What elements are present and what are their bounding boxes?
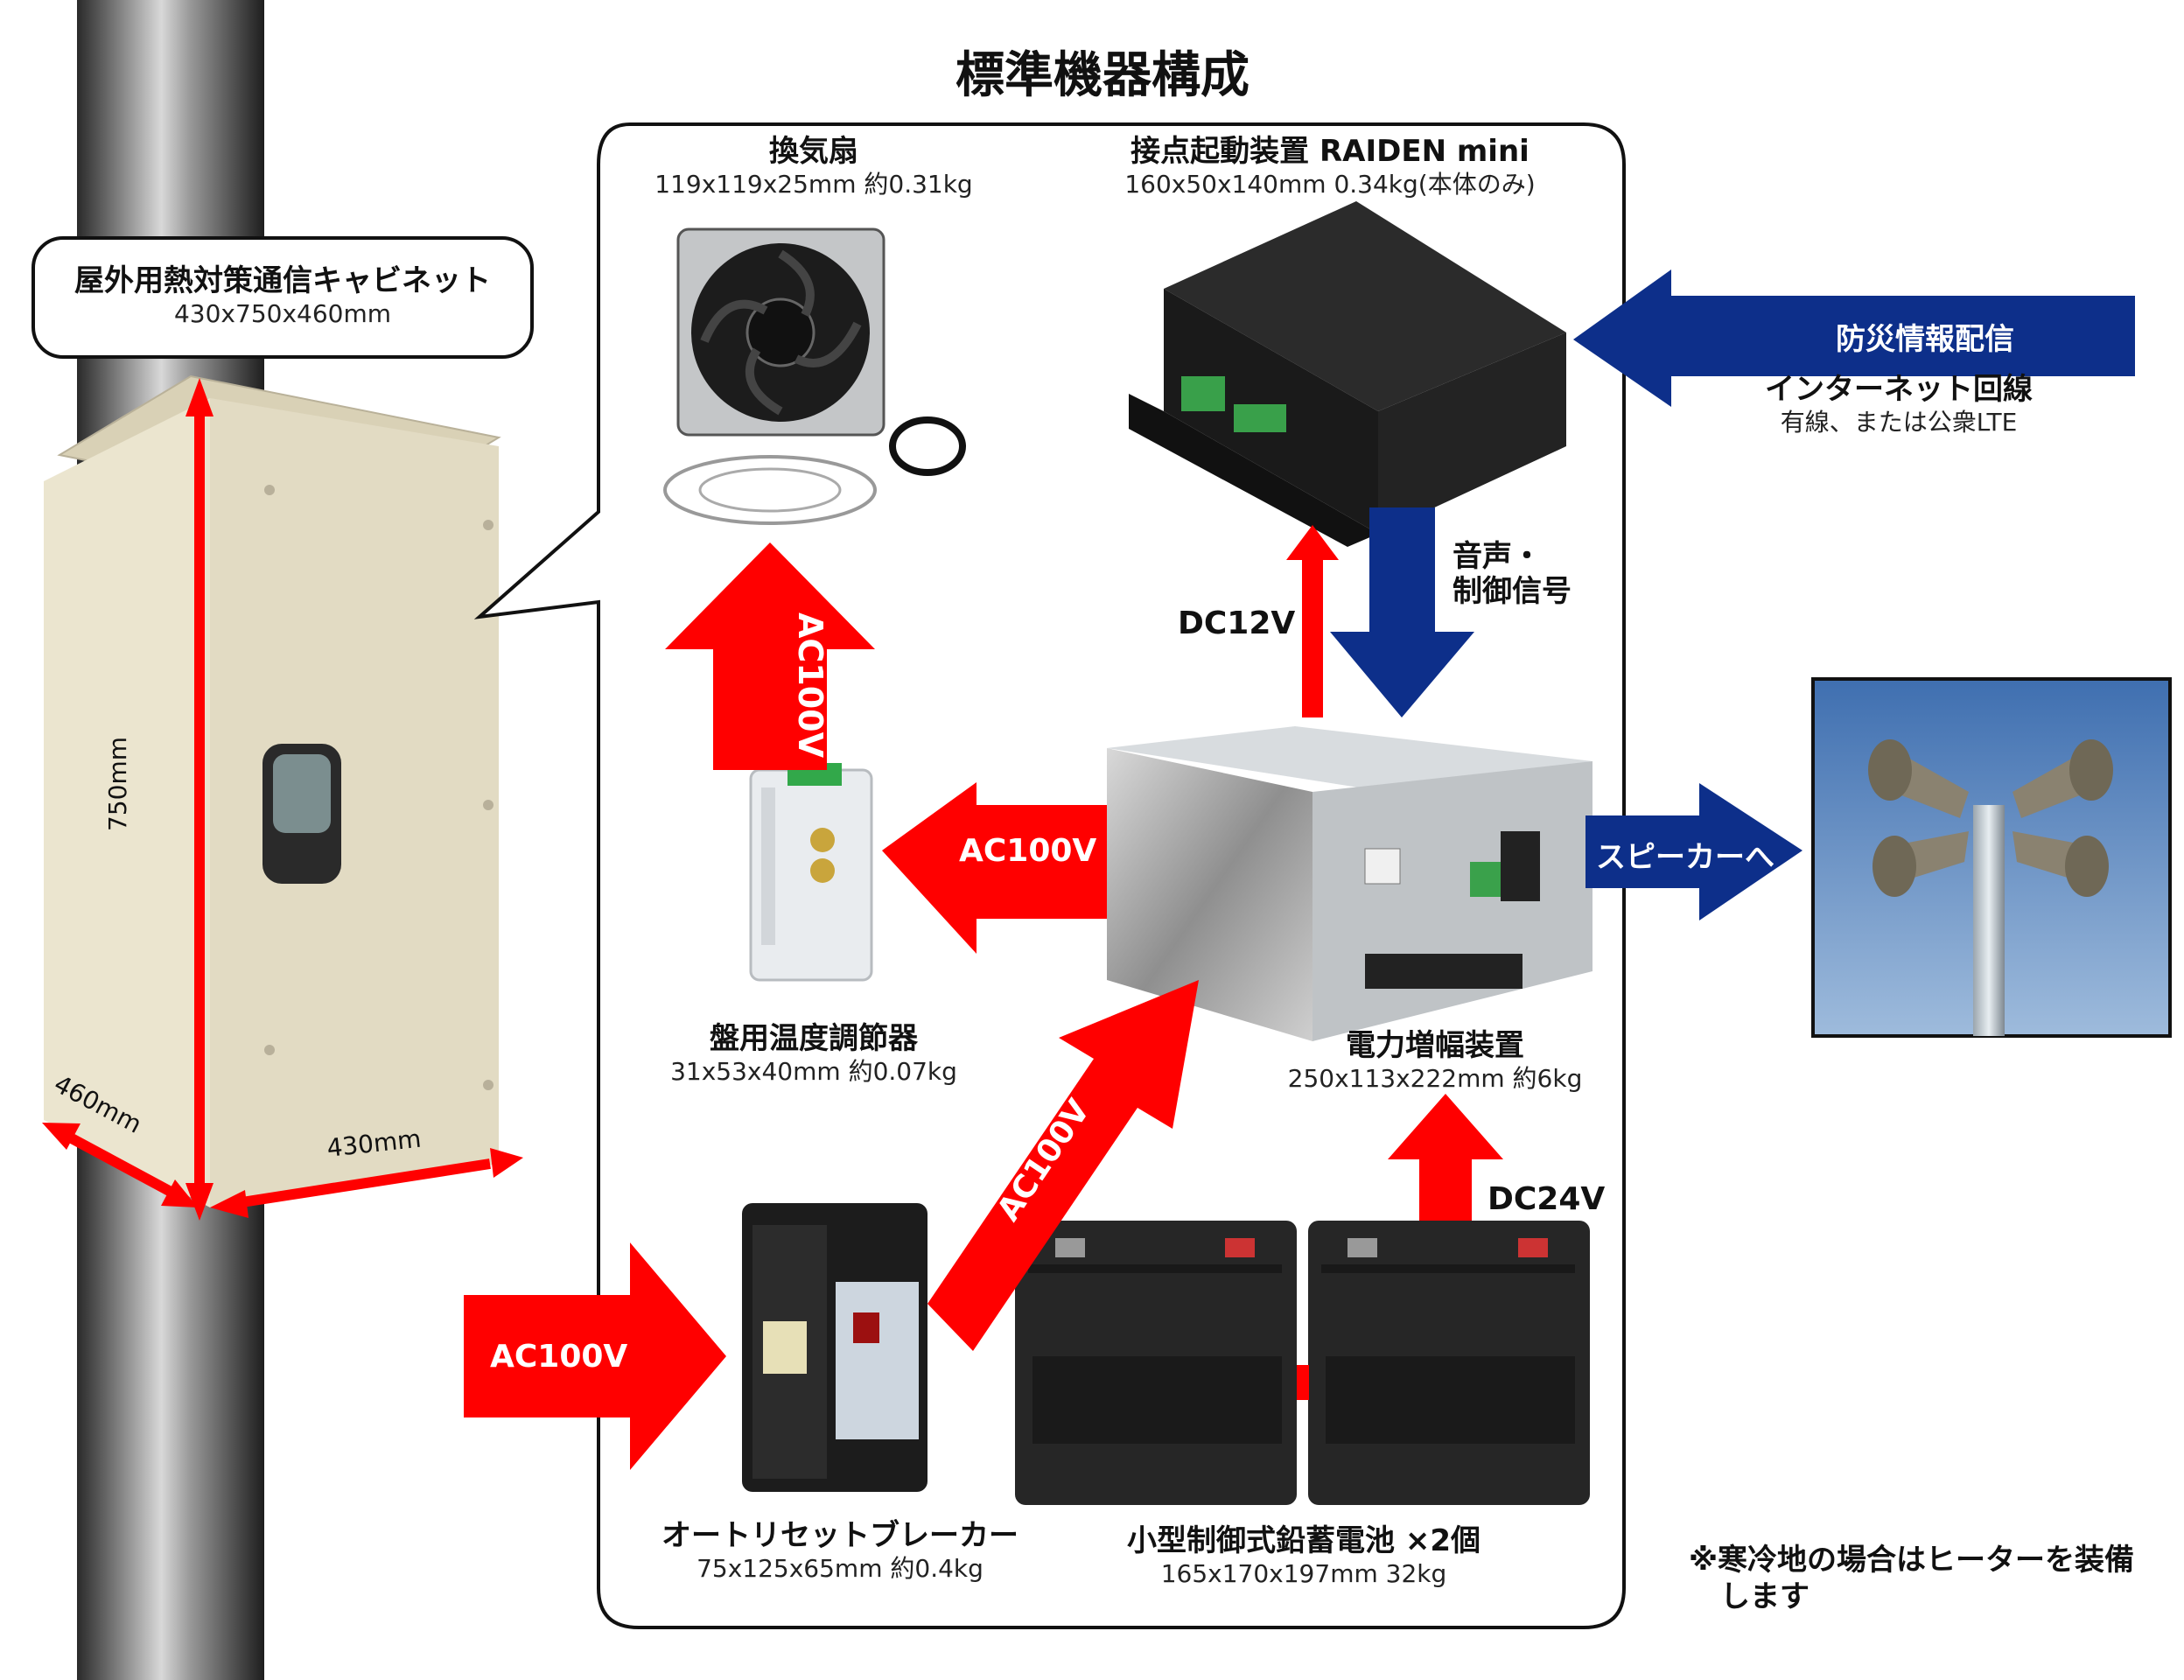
arrow-label-dc24: DC24V [1488,1181,1606,1217]
breaker-label: オートリセットブレーカー 75x125x65mm 約0.4kg [630,1517,1050,1584]
thermostat-label: 盤用温度調節器 31x53x40mm 約0.07kg [648,1020,980,1087]
arrow-label-audio-1: 音声・ [1452,539,1542,574]
arrow-label-speaker: スピーカーへ [1596,840,1774,875]
amplifier-image [1107,726,1592,1041]
arrow-to-speaker [1586,783,1802,920]
note-line-2: します [1720,1579,1810,1614]
red-arrows [464,525,1503,1470]
cabinet-dimension-lines [42,378,523,1221]
fan-label: 換気扇 119x119x25mm 約0.31kg [639,133,989,200]
cabinet-name: 屋外用熱対策通信キャビネット [74,263,491,298]
disaster-info-label: 防災情報配信 [1836,322,2014,357]
cabinet-label: 屋外用熱対策通信キャビネット 430x750x460mm [33,262,532,329]
amplifier-spec: 250x113x222mm 約6kg [1287,1064,1583,1093]
arrow-dc24-to-amp [1388,1094,1503,1221]
cabinet-label-bubble [32,236,534,359]
arrow-disaster-info [1573,270,2135,407]
raiden-label: 接点起動装置 RAIDEN mini 160x50x140mm 0.34kg(本… [1094,133,1566,200]
arrow-dc12-to-raiden [1286,525,1339,718]
arrow-ac-in [464,1242,726,1470]
battery-spec: 165x170x197mm 32kg [1160,1559,1447,1588]
raiden-name: 接点起動装置 RAIDEN mini [1130,134,1530,169]
internet-name: インターネット回線 [1765,372,2033,407]
raiden-spec: 160x50x140mm 0.34kg(本体のみ) [1124,170,1536,199]
arrow-ac-to-thermostat [882,782,1107,954]
thermostat-name: 盤用温度調節器 [710,1021,918,1056]
fan-name: 換気扇 [769,134,858,169]
arrow-label-audio-2: 制御信号 [1452,574,1572,609]
cabinet-dim-height: 750mm [103,737,132,831]
arrow-audio-control [1330,508,1474,718]
arrow-label-ac-fan: AC100V [791,612,830,759]
breaker-spec: 75x125x65mm 約0.4kg [696,1554,984,1583]
speaker-photo [1811,677,2172,1038]
arrow-ac-breaker-to-amp [928,980,1199,1351]
raiden-image [1129,201,1566,547]
battery-name: 小型制御式鉛蓄電池 ×2個 [1127,1523,1480,1558]
internet-label: インターネット回線 有線、または公衆LTE [1715,371,2082,438]
fan-image [663,228,966,525]
thermostat-spec: 31x53x40mm 約0.07kg [670,1057,957,1086]
amplifier-label: 電力増幅装置 250x113x222mm 約6kg [1260,1027,1610,1094]
cabinet-image [44,374,501,1208]
cabinet-spec: 430x750x460mm [173,299,392,328]
cold-region-note: ※寒冷地の場合はヒーターを装備 します [1689,1542,2134,1615]
amplifier-name: 電力増幅装置 [1346,1028,1524,1063]
arrow-label-dc12: DC12V [1178,606,1296,641]
thermostat-image [749,763,873,982]
page-title: 標準機器構成 [956,47,1250,104]
breaker-name: オートリセットブレーカー [662,1518,1018,1553]
battery-label: 小型制御式鉛蓄電池 ×2個 165x170x197mm 32kg [1094,1522,1514,1589]
battery-images [1015,1221,1590,1505]
arrow-label-ac-thermo: AC100V [959,833,1097,869]
breaker-image [742,1203,928,1492]
fan-spec: 119x119x25mm 約0.31kg [654,170,973,199]
internet-sub: 有線、または公衆LTE [1780,408,2018,437]
arrow-ac-to-fan [665,542,875,770]
navy-arrows [1330,270,2135,920]
arrow-label-ac-in: AC100V [490,1339,628,1375]
note-line-1: ※寒冷地の場合はヒーターを装備 [1689,1543,2135,1578]
